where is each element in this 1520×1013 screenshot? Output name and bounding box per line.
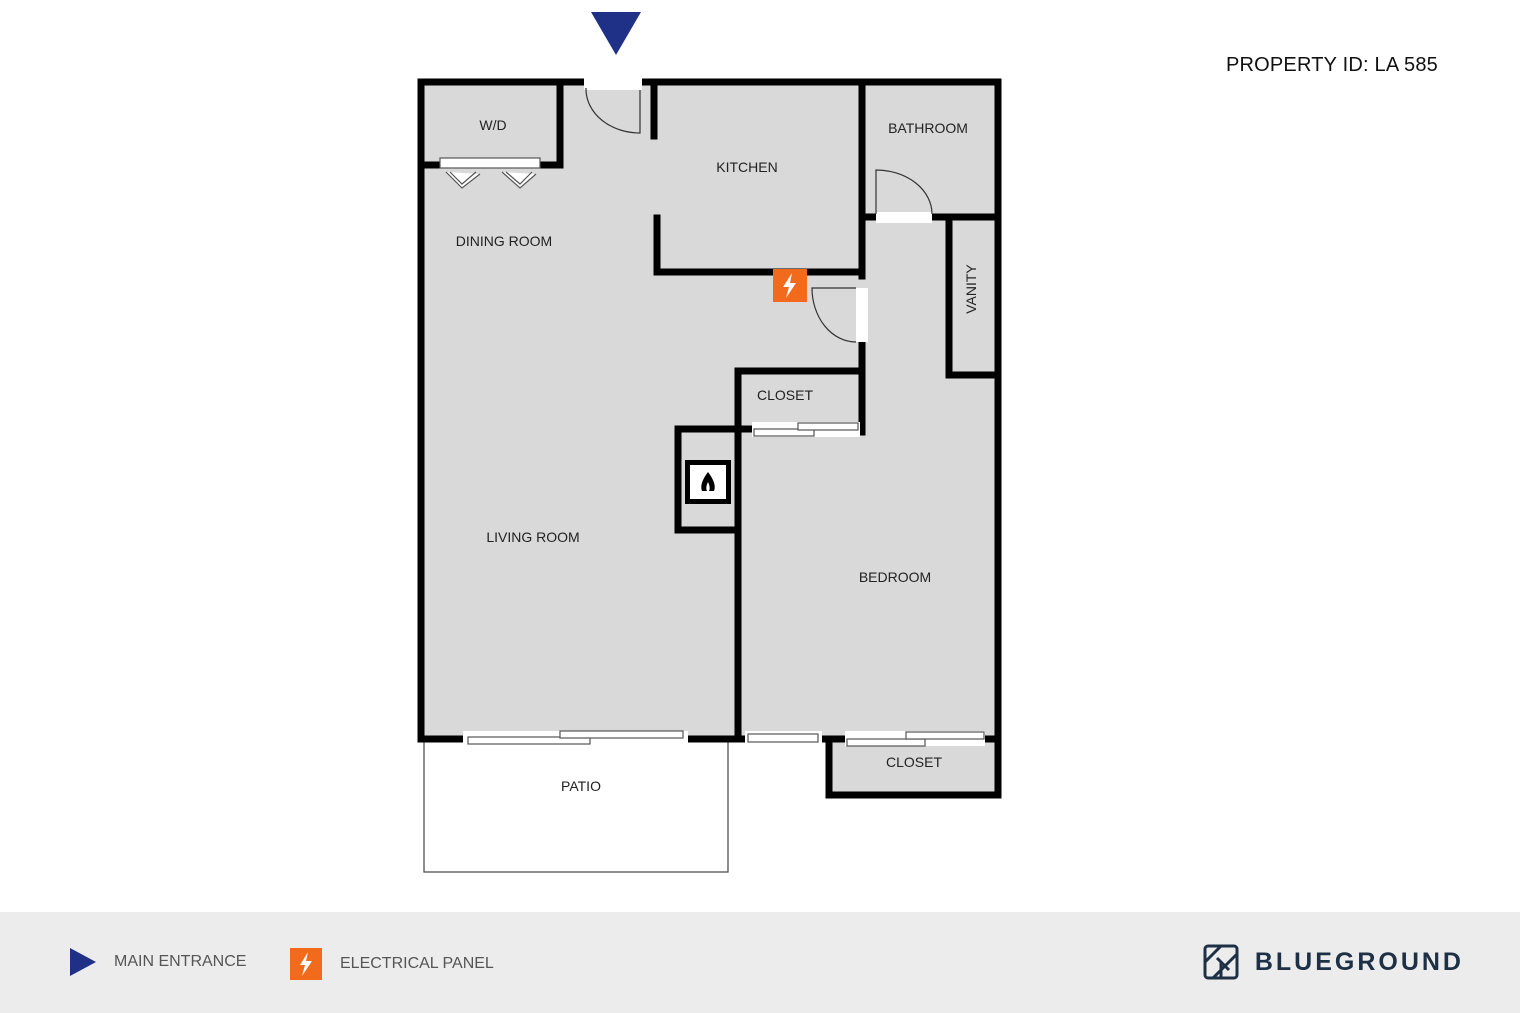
- brand-logo: BLUEGROUND: [1203, 944, 1464, 980]
- floor-plan: W/D KITCHEN BATHROOM DINING ROOM VANITY …: [417, 12, 1002, 873]
- fireplace-flame-icon: [685, 460, 731, 504]
- patio-outline: [423, 739, 729, 873]
- legend-main-entrance-label: MAIN ENTRANCE: [114, 953, 247, 970]
- sliding-doors: [463, 422, 985, 747]
- room-label-patio: PATIO: [561, 778, 601, 794]
- blueground-logo-icon: [1203, 944, 1239, 980]
- wd-bifold-doors: [439, 157, 541, 189]
- legend-electrical-panel-label: ELECTRICAL PANEL: [340, 955, 494, 972]
- floor-fill: [423, 84, 996, 793]
- legend-bar: MAIN ENTRANCE ELECTRICAL PANEL BLUEGROUN…: [0, 912, 1520, 1013]
- entrance-triangle-icon: [591, 12, 641, 55]
- electrical-panel-icon: [773, 269, 807, 302]
- legend-electrical-panel: ELECTRICAL PANEL: [290, 948, 494, 980]
- room-label-kitchen: KITCHEN: [716, 159, 777, 175]
- room-label-bathroom: BATHROOM: [888, 120, 968, 136]
- room-label-closet-lower: CLOSET: [886, 754, 942, 770]
- room-label-vanity: VANITY: [963, 264, 979, 314]
- brand-name: BLUEGROUND: [1254, 947, 1464, 976]
- room-label-closet-upper: CLOSET: [757, 387, 813, 403]
- lightning-bolt-icon: [290, 948, 322, 980]
- entrance-triangle-icon: [70, 948, 96, 976]
- doors: [584, 78, 933, 343]
- property-id: PROPERTY ID: LA 585: [1225, 54, 1438, 76]
- room-label-wd: W/D: [479, 117, 506, 133]
- room-label-dining-room: DINING ROOM: [456, 233, 552, 249]
- room-label-living-room: LIVING ROOM: [486, 529, 579, 545]
- walls: [417, 78, 1002, 799]
- legend-main-entrance: MAIN ENTRANCE: [70, 948, 246, 976]
- room-label-bedroom: BEDROOM: [859, 569, 931, 585]
